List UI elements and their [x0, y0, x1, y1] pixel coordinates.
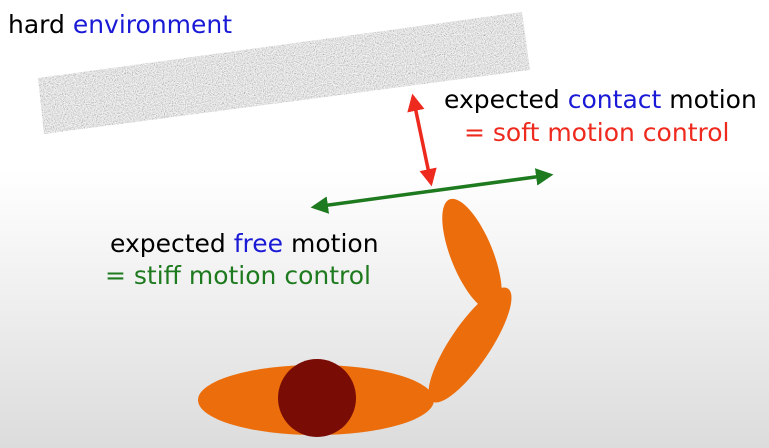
hard-word: hard: [8, 10, 65, 39]
contact-suffix: motion: [669, 85, 757, 114]
soft-motion-control-label: = soft motion control: [464, 118, 730, 147]
contact-prefix: expected: [444, 85, 560, 114]
robot-figure: [198, 198, 512, 437]
free-suffix: motion: [291, 229, 379, 258]
free-motion-label: expected free motion: [110, 231, 379, 256]
hard-environment-label: hard environment: [8, 12, 232, 37]
contact-keyword: contact: [567, 85, 662, 114]
free-motion-arrow: [310, 168, 554, 214]
robot-head: [278, 359, 356, 437]
stiff-motion-control-label: = stiff motion control: [105, 261, 371, 290]
contact-motion-label: expected contact motion: [444, 87, 757, 112]
robot-forearm: [428, 287, 512, 403]
free-keyword: free: [233, 229, 284, 258]
robot-upper-arm: [442, 198, 502, 312]
environment-word: environment: [72, 10, 233, 39]
free-prefix: expected: [110, 229, 226, 258]
